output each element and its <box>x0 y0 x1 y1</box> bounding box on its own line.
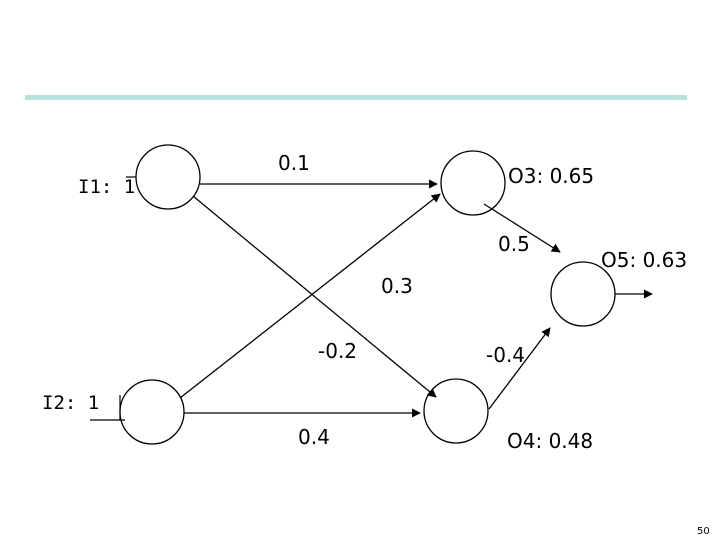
edge-o3-o5 <box>483 203 561 253</box>
weight-label-o3-o5: 0.5 <box>498 232 530 256</box>
page-number: 50 <box>697 526 710 537</box>
weight-label-i1-o4: -0.2 <box>318 339 357 363</box>
weight-label-i1-o3: 0.1 <box>278 151 310 175</box>
input-label-i2: I2: 1 <box>42 392 99 414</box>
neuron-label-o3: O3: 0.65 <box>508 164 594 188</box>
neuron-o3 <box>440 150 506 216</box>
neuron-i1 <box>135 144 201 210</box>
weight-label-i2-o4: 0.4 <box>298 425 330 449</box>
neuron-o4 <box>423 378 489 444</box>
weight-label-o4-o5: -0.4 <box>486 343 525 367</box>
edge-i2-o3 <box>179 193 441 399</box>
title-rule <box>25 95 687 100</box>
input-label-i1: I1: 1 <box>78 176 135 198</box>
edge-o4-o5 <box>488 327 551 410</box>
neuron-label-o4: O4: 0.48 <box>507 429 593 453</box>
neuron-label-o5: O5: 0.63 <box>601 248 687 272</box>
edge-i1-o4 <box>192 195 437 398</box>
neuron-i2 <box>119 379 185 445</box>
weight-label-i2-o3: 0.3 <box>381 274 413 298</box>
